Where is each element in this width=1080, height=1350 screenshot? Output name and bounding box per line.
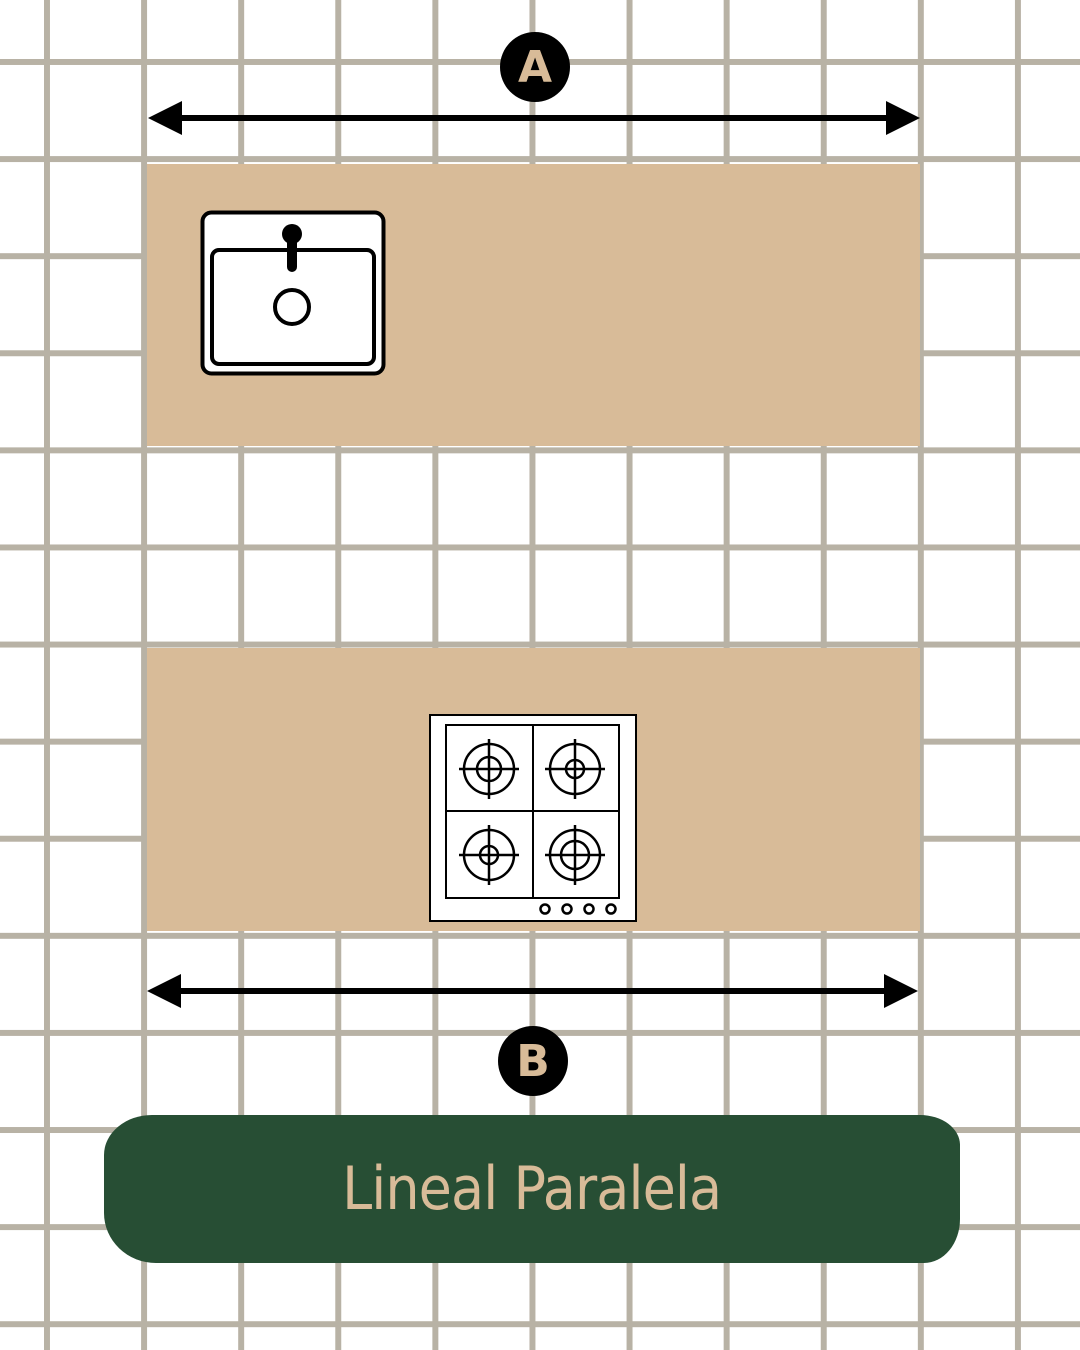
counter-top: [147, 164, 920, 446]
title-banner: Lineal Paralela: [104, 1115, 960, 1263]
cooktop-icon: [429, 714, 637, 922]
arrow-right-a-icon: [886, 101, 920, 135]
dimension-badge-b: B: [498, 1026, 568, 1096]
arrow-left-b-icon: [147, 974, 181, 1008]
dimension-line-a: [180, 115, 890, 121]
arrow-left-a-icon: [148, 101, 182, 135]
counter-bottom: [147, 648, 920, 931]
arrow-right-b-icon: [884, 974, 918, 1008]
dimension-badge-a: A: [500, 32, 570, 102]
dimension-label-a: A: [517, 41, 553, 93]
diagram-title: Lineal Paralela: [342, 1154, 722, 1224]
dimension-label-b: B: [516, 1035, 550, 1087]
sink-icon: [200, 210, 386, 376]
dimension-line-b: [180, 988, 888, 994]
